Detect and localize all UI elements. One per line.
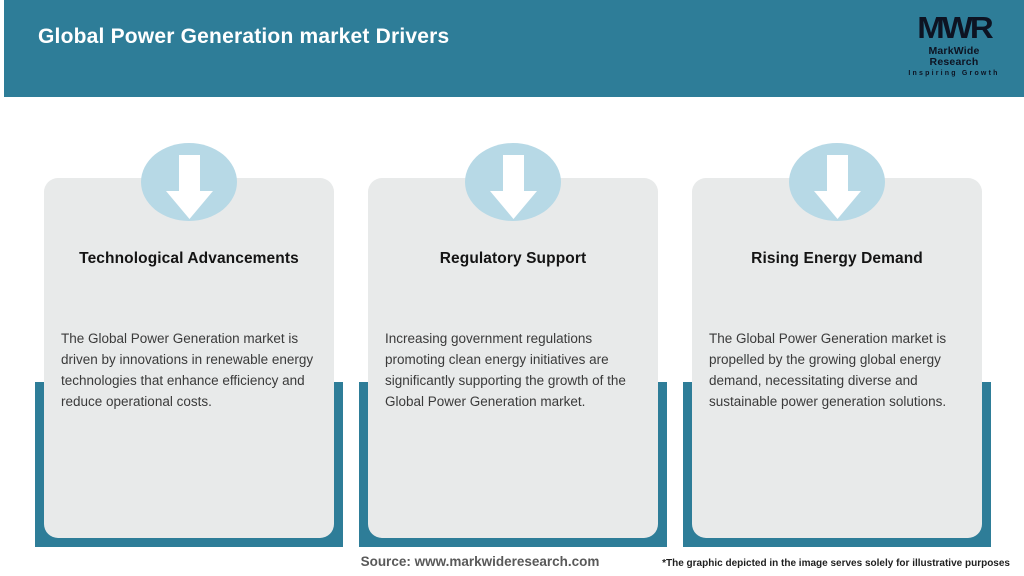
- card-title: Regulatory Support: [439, 250, 587, 267]
- down-arrow-icon: [465, 143, 561, 221]
- card-body: The Global Power Generation market is pr…: [709, 331, 947, 409]
- card-title: Rising Energy Demand: [751, 250, 923, 267]
- logo-name: MarkWide Research: [928, 45, 980, 68]
- down-arrow-icon: [789, 143, 885, 221]
- card: Regulatory Support Increasing government…: [368, 178, 658, 538]
- source-text: Source: www.markwideresearch.com: [360, 554, 600, 569]
- logo-acronym-icon: MWR: [917, 10, 993, 45]
- card: Technological Advancements The Global Po…: [44, 178, 334, 538]
- header-bar: Global Power Generation market Drivers M…: [4, 0, 1024, 97]
- card-body: Increasing government regulations promot…: [385, 331, 626, 409]
- markwide-research-logo: MWR MarkWide Research Inspiring Growth: [906, 11, 1002, 77]
- driver-card-technological-advancements: Technological Advancements The Global Po…: [35, 140, 343, 547]
- card-body: The Global Power Generation market is dr…: [61, 331, 314, 409]
- page-title: Global Power Generation market Drivers: [38, 25, 450, 48]
- driver-card-rising-energy-demand: Rising Energy Demand The Global Power Ge…: [683, 140, 991, 547]
- card-title: Technological Advancements: [79, 250, 299, 267]
- down-arrow-icon: [141, 143, 237, 221]
- logo-tagline: Inspiring Growth: [908, 70, 1000, 77]
- card: Rising Energy Demand The Global Power Ge…: [692, 178, 982, 538]
- disclaimer-text: *The graphic depicted in the image serve…: [662, 558, 1010, 569]
- driver-card-regulatory-support: Regulatory Support Increasing government…: [359, 140, 667, 547]
